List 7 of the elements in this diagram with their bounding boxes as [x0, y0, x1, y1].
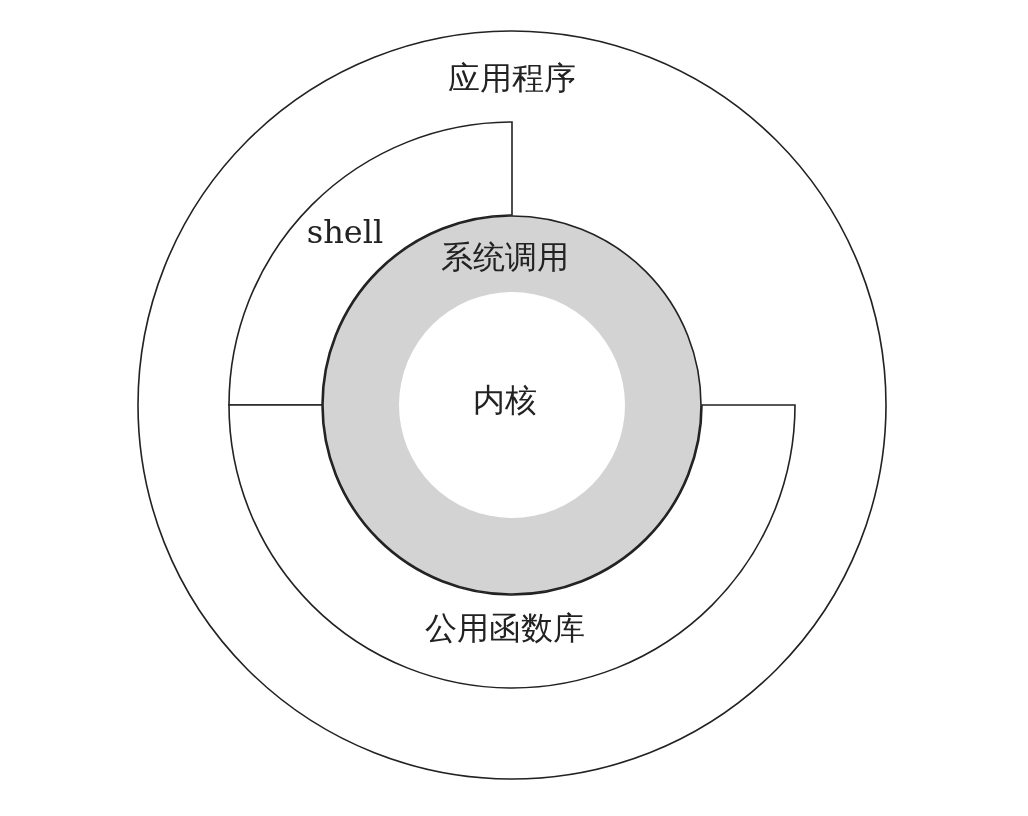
region-label: 公用函数库: [425, 612, 585, 644]
region-label: 应用程序: [448, 62, 576, 94]
outer-circle: [137, 30, 887, 780]
region-label: shell: [306, 216, 384, 248]
region-label: 内核: [473, 384, 537, 416]
region-label: 系统调用: [441, 241, 569, 273]
core-circle: [399, 292, 625, 518]
